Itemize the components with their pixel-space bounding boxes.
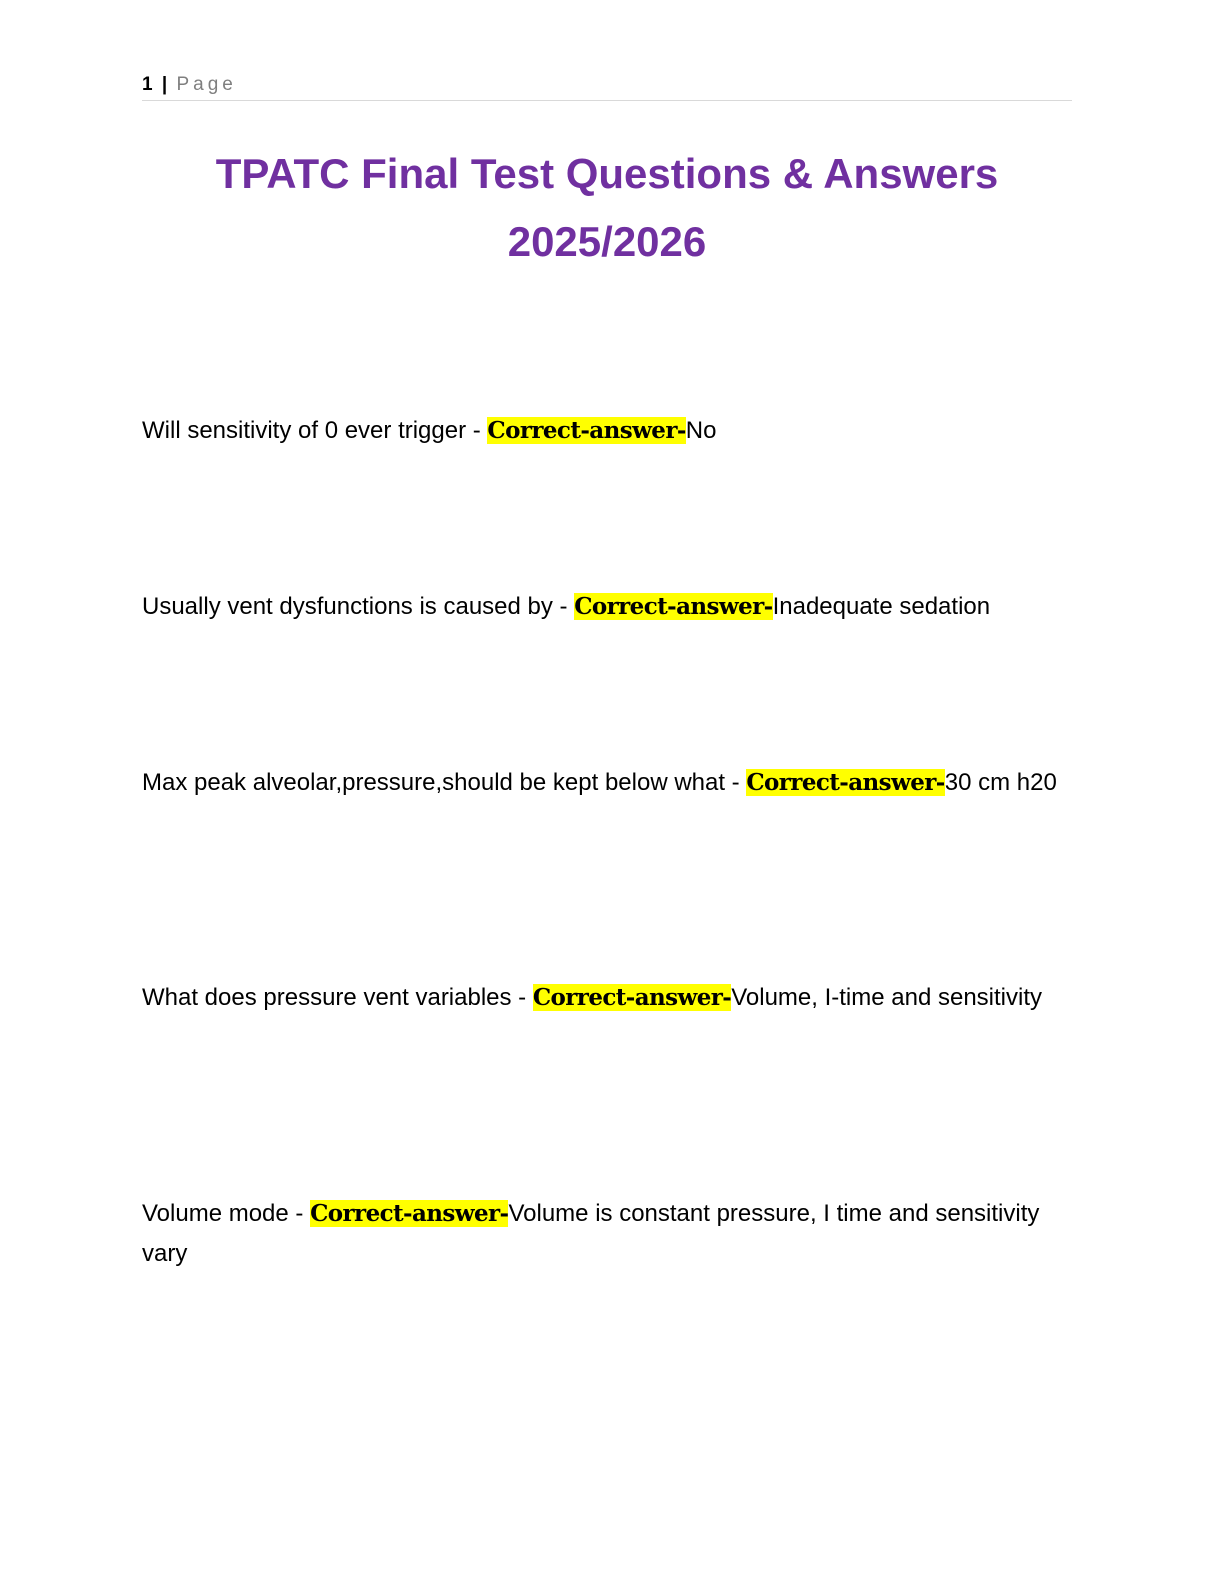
qa-item-3: Max peak alveolar,pressure,should be kep…	[142, 763, 1072, 803]
answer-text: Volume is constant pressure, I time and …	[142, 1200, 1040, 1267]
correct-answer-marker: Correct-answer-	[532, 984, 732, 1011]
title-line-1: TPATC Final Test Questions & Answers	[215, 150, 999, 197]
correct-answer-marker: Correct-answer-	[310, 1200, 509, 1227]
question-text: Will sensitivity of 0 ever trigger -	[142, 417, 488, 444]
page-label: Page	[176, 74, 237, 95]
answer-text: No	[685, 417, 717, 444]
question-text: Usually vent dysfunctions is caused by -	[142, 593, 575, 620]
qa-item-2: Usually vent dysfunctions is caused by -…	[142, 587, 1072, 627]
page-header: 1 | Page	[142, 72, 1072, 101]
correct-answer-marker: Correct-answer-	[746, 769, 945, 796]
page-number: 1	[142, 74, 153, 95]
qa-item-4: What does pressure vent variables - Corr…	[142, 978, 1072, 1018]
correct-answer-marker: Correct-answer-	[574, 593, 773, 620]
question-text: What does pressure vent variables -	[142, 984, 533, 1011]
correct-answer-marker: Correct-answer-	[487, 417, 686, 444]
qa-item-5: Volume mode - Correct-answer-Volume is c…	[142, 1194, 1072, 1274]
question-text: Volume mode -	[142, 1200, 311, 1227]
answer-text: Inadequate sedation	[772, 593, 991, 620]
title-line-2: 2025/2026	[507, 218, 707, 265]
qa-item-1: Will sensitivity of 0 ever trigger - Cor…	[142, 411, 1072, 451]
answer-text: 30 cm h20	[944, 769, 1057, 796]
page-separator: |	[161, 74, 168, 95]
answer-text: Volume, I-time and sensitivity	[731, 984, 1043, 1011]
document-title: TPATC Final Test Questions & Answers 202…	[142, 140, 1072, 276]
question-text: Max peak alveolar,pressure,should be kep…	[142, 769, 747, 796]
